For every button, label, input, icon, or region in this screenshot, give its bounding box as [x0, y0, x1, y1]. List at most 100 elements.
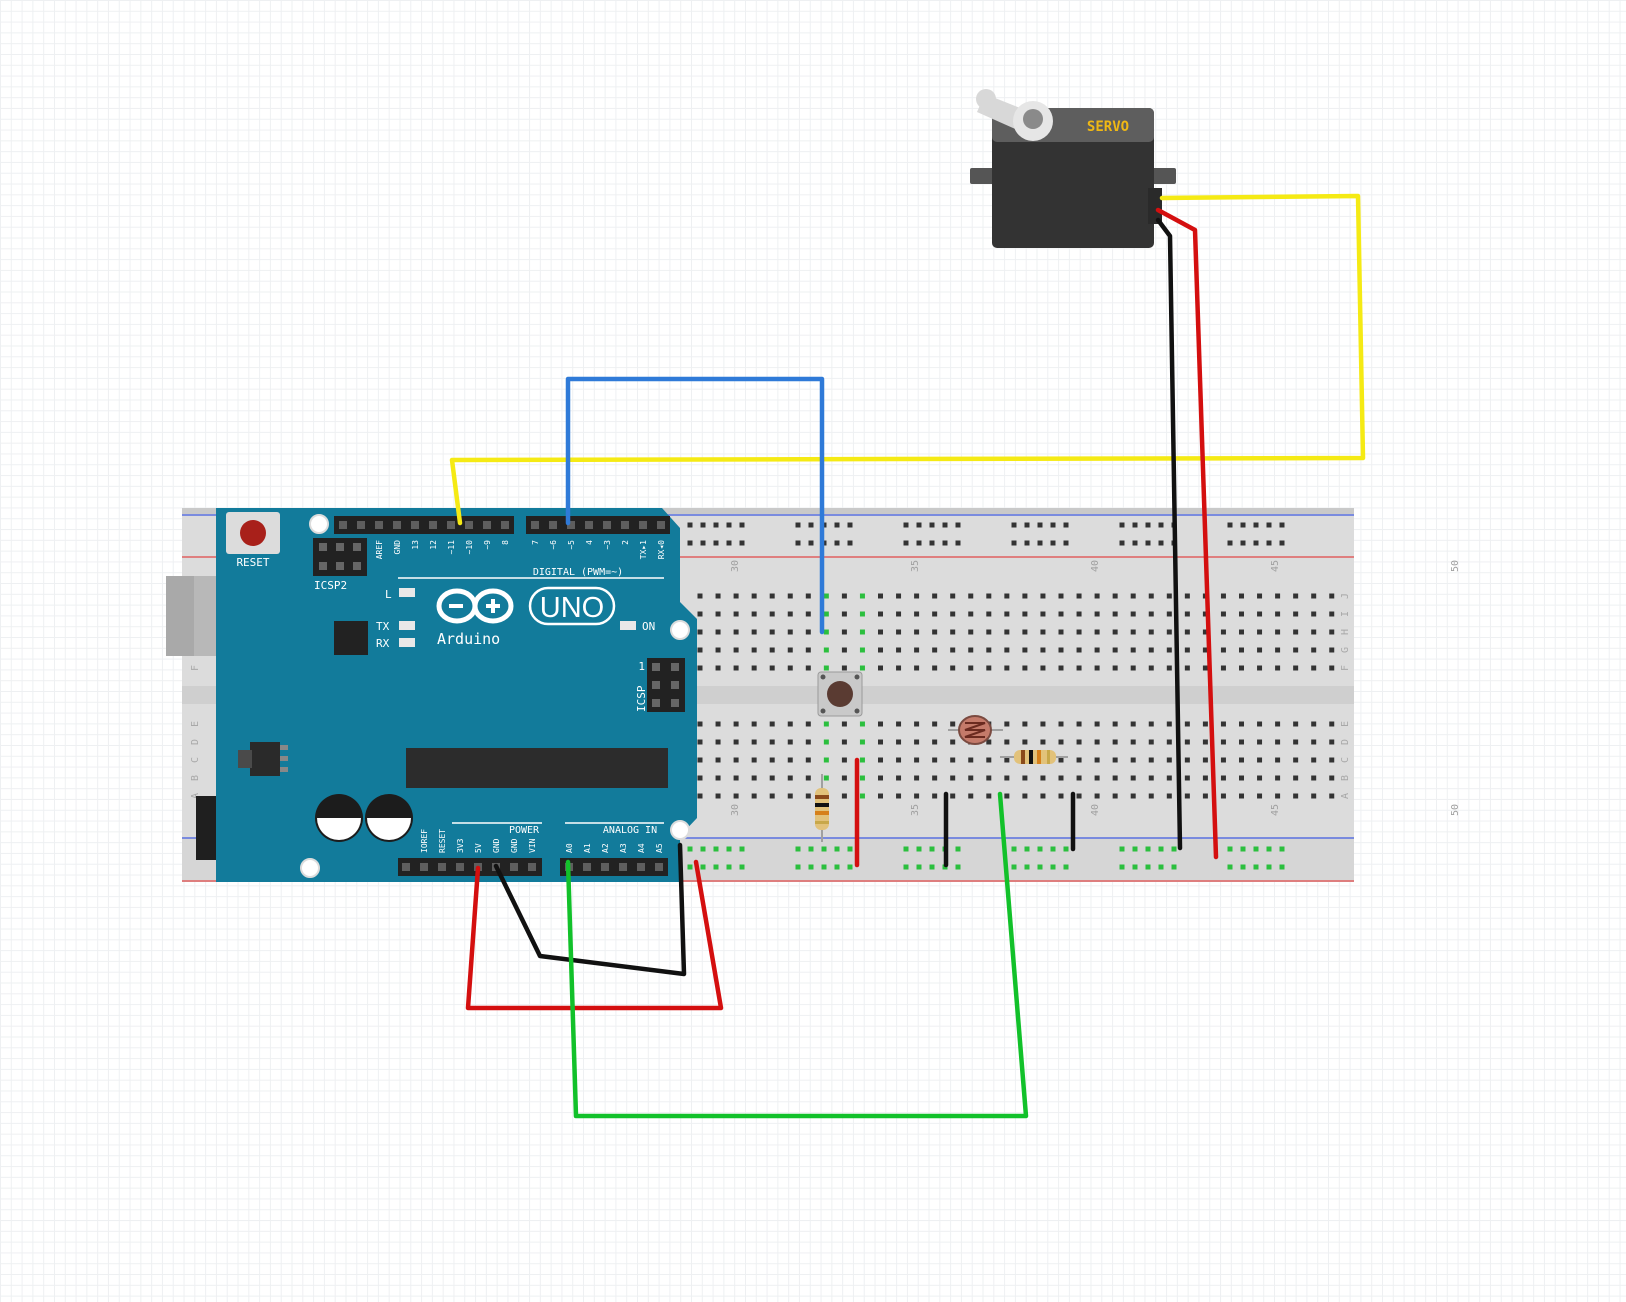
led-l-label: L — [385, 588, 392, 601]
breadboard-hole — [700, 540, 706, 546]
header-pin[interactable] — [411, 521, 419, 529]
wire-black-gnd[interactable] — [493, 842, 687, 977]
header-pin[interactable] — [357, 521, 365, 529]
wire-yellow[interactable] — [449, 193, 1366, 526]
header-pin[interactable] — [339, 521, 347, 529]
header-pin[interactable] — [429, 521, 437, 529]
led-tx-label: TX — [376, 620, 390, 633]
breadboard-hole — [1275, 757, 1281, 763]
breadboard-hole — [1130, 593, 1136, 599]
breadboard-hole — [1094, 629, 1100, 635]
wire-servo-black[interactable] — [1155, 217, 1183, 851]
breadboard-hole-connected — [726, 864, 732, 870]
wire-green[interactable] — [565, 791, 1029, 1119]
arduino-brand-label: Arduino — [437, 630, 500, 648]
breadboard-hole — [787, 757, 793, 763]
breadboard-hole-connected — [955, 864, 961, 870]
header-pin[interactable] — [447, 521, 455, 529]
header-pin[interactable] — [603, 521, 611, 529]
header-pin[interactable] — [402, 863, 410, 871]
icsp-label: ICSP — [635, 685, 648, 712]
breadboard-column-number: 30 — [730, 560, 741, 572]
servo-cable-exit — [1148, 188, 1162, 224]
breadboard-hole — [1130, 647, 1136, 653]
capacitor-marking — [367, 818, 411, 840]
breadboard-hole — [1040, 629, 1046, 635]
header-pin[interactable] — [655, 863, 663, 871]
breadboard-hole-connected — [1227, 864, 1233, 870]
header-pin[interactable] — [531, 521, 539, 529]
wire-blue[interactable] — [565, 376, 825, 635]
breadboard-hole — [1166, 647, 1172, 653]
wire-servo-red[interactable] — [1155, 207, 1219, 860]
header-pin[interactable] — [375, 521, 383, 529]
breadboard-hole-connected — [1132, 846, 1138, 852]
header-pin[interactable] — [583, 863, 591, 871]
breadboard-row-letter: I — [1340, 611, 1351, 617]
breadboard-column-number: 45 — [1270, 804, 1281, 816]
breadboard-hole — [1145, 540, 1151, 546]
breadboard-hole-connected — [903, 864, 909, 870]
breadboard-hole — [1257, 721, 1263, 727]
breadboard-row-letter: F — [1340, 665, 1351, 671]
breadboard-hole — [1311, 647, 1317, 653]
pushbutton-cap[interactable] — [827, 681, 853, 707]
breadboard-hole — [715, 611, 721, 617]
breadboard-hole — [950, 793, 956, 799]
breadboard-hole — [787, 647, 793, 653]
breadboard-hole — [914, 647, 920, 653]
breadboard-hole — [1040, 721, 1046, 727]
breadboard-hole-connected — [821, 864, 827, 870]
breadboard-hole — [932, 775, 938, 781]
breadboard-hole — [1076, 647, 1082, 653]
breadboard-hole — [715, 647, 721, 653]
breadboard-hole — [1094, 593, 1100, 599]
breadboard-hole — [841, 721, 847, 727]
header-pin[interactable] — [657, 521, 665, 529]
pushbutton[interactable] — [817, 671, 863, 717]
breadboard-hole — [733, 611, 739, 617]
header-pin[interactable] — [501, 521, 509, 529]
header-pin[interactable] — [567, 521, 575, 529]
breadboard-hole — [1293, 793, 1299, 799]
breadboard-hole — [1220, 775, 1226, 781]
header-pin[interactable] — [456, 863, 464, 871]
header-pin[interactable] — [483, 521, 491, 529]
breadboard-hole — [1257, 647, 1263, 653]
wire-red-5v[interactable] — [465, 859, 724, 1011]
breadboard-hole — [769, 647, 775, 653]
header-pin[interactable] — [601, 863, 609, 871]
breadboard-hole-connected — [795, 846, 801, 852]
resistor-band — [1029, 750, 1033, 764]
breadboard-hole — [1257, 739, 1263, 745]
breadboard-hole — [1184, 721, 1190, 727]
breadboard-hole — [1076, 629, 1082, 635]
breadboard-hole-connected — [834, 846, 840, 852]
header-pin[interactable] — [637, 863, 645, 871]
breadboard-hole — [968, 757, 974, 763]
header-pin[interactable] — [528, 863, 536, 871]
reset-button[interactable] — [240, 520, 266, 546]
breadboard-hole — [687, 522, 693, 528]
header-pin[interactable] — [420, 863, 428, 871]
header-pin[interactable] — [621, 521, 629, 529]
breadboard-hole — [733, 775, 739, 781]
header-pin[interactable] — [639, 521, 647, 529]
header-pin[interactable] — [585, 521, 593, 529]
breadboard-hole — [751, 665, 757, 671]
header-pin[interactable] — [549, 521, 557, 529]
breadboard-hole — [1063, 522, 1069, 528]
breadboard-hole — [697, 665, 703, 671]
header-pin[interactable] — [619, 863, 627, 871]
breadboard-hole — [932, 629, 938, 635]
header-pin[interactable] — [465, 521, 473, 529]
header-pin[interactable] — [510, 863, 518, 871]
digital-pin-label: 8 — [501, 540, 510, 545]
breadboard-hole-connected — [823, 611, 829, 617]
breadboard-hole — [1058, 757, 1064, 763]
breadboard-hole — [878, 739, 883, 745]
breadboard-hole-connected — [1266, 864, 1272, 870]
breadboard-hole — [1094, 611, 1100, 617]
header-pin[interactable] — [393, 521, 401, 529]
header-pin[interactable] — [438, 863, 446, 871]
